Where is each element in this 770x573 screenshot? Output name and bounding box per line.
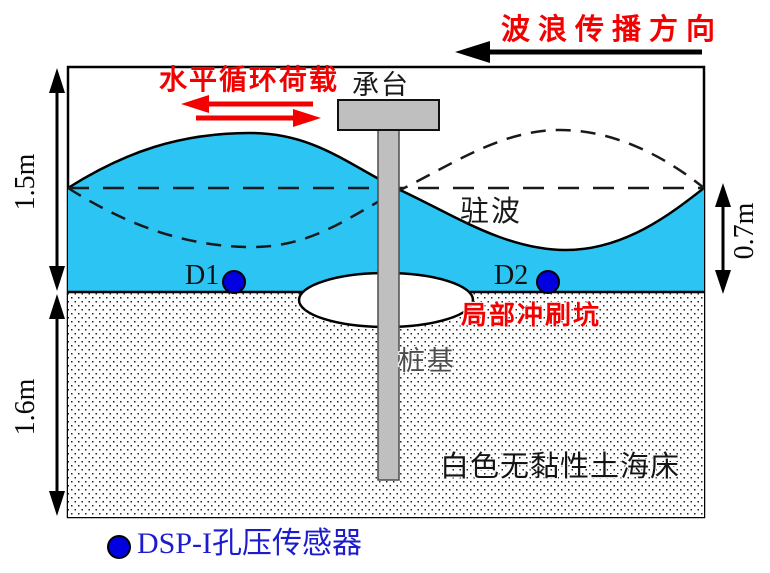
- standing-wave-label: 驻波: [460, 196, 523, 228]
- wave-direction-arrowhead: [455, 41, 490, 63]
- dimension-0-7m-arrowhead-top: [715, 183, 731, 207]
- scour-pit-label: 局部冲刷坑: [461, 301, 602, 330]
- cyclic-load-label: 水平循环荷载: [159, 65, 340, 96]
- pile-shaft: [377, 127, 400, 481]
- dimension-arrow-1-5m: [49, 68, 65, 291]
- dimension-1-6m-arrowhead-bottom: [49, 491, 65, 516]
- cyclic-load-arrows: [181, 95, 321, 127]
- dimension-1-5m-label: 1.5m: [10, 153, 41, 211]
- dimension-arrow-0-7m: [715, 183, 731, 294]
- legend-sensor-dot-icon: [107, 535, 131, 559]
- dimension-0-7m-arrowhead-bottom: [715, 270, 731, 294]
- wave-direction-arrow: [455, 41, 702, 63]
- sensor-d2-label: D2: [494, 260, 529, 291]
- dimension-0-7m-label: 0.7m: [729, 202, 760, 260]
- pile-cap-label: 承台: [352, 70, 410, 100]
- dimension-1-5m-arrowhead-top: [49, 68, 65, 93]
- seabed-label: 白色无黏性土海床: [440, 451, 681, 483]
- dimension-1-6m-arrowhead-top: [49, 294, 65, 319]
- dimension-1-6m-label: 1.6m: [10, 378, 41, 436]
- standing-wave-dashed-phase: [67, 128, 705, 249]
- sensor-dot-d1: [222, 270, 246, 294]
- sensor-dot-d2: [536, 270, 560, 294]
- sensor-d1-label: D1: [185, 260, 220, 291]
- wave-direction-label: 波浪传播方向: [501, 14, 724, 46]
- legend-sensor-label: DSP-I孔压传感器: [137, 527, 363, 560]
- dimension-arrow-1-6m: [49, 294, 65, 516]
- dimension-1-5m-arrowhead-bottom: [49, 266, 65, 291]
- cyclic-load-left-arrowhead: [181, 95, 209, 113]
- cyclic-load-right-arrowhead: [293, 109, 321, 127]
- pile-cap: [337, 99, 440, 131]
- pile-label: 桩基: [398, 346, 456, 376]
